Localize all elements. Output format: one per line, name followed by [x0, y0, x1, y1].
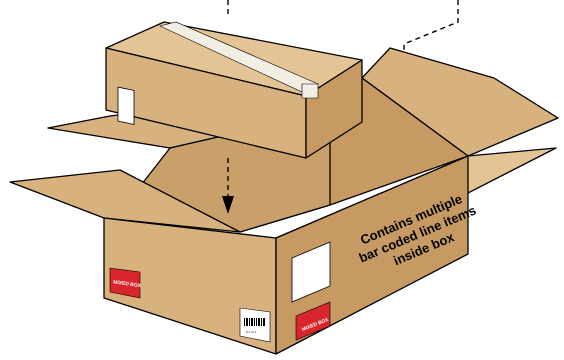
barcode-icon — [244, 318, 265, 326]
barcode-caption: # 1 of 1 — [246, 330, 256, 334]
small-box-label — [118, 87, 134, 124]
barcode-label: # 1 of 1 — [240, 308, 270, 342]
